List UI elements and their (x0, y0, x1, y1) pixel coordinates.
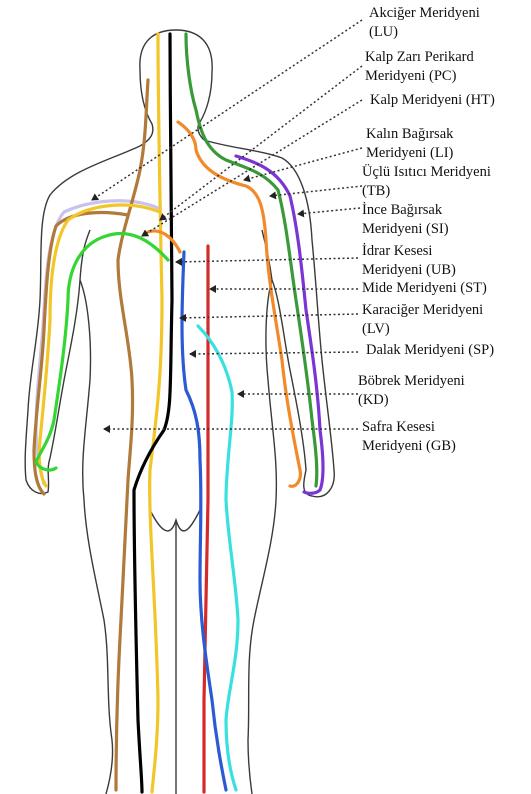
label-st-line1: Mide Meridyeni (ST) (362, 279, 487, 298)
label-kd-line2: (KD) (358, 391, 465, 410)
label-si-line1: İnce Bağırsak (362, 201, 449, 220)
label-lv-line2: (LV) (362, 320, 483, 339)
label-li-line2: Meridyeni (LI) (366, 144, 453, 163)
label-sp: Dalak Meridyeni (SP) (366, 341, 494, 360)
meridian-line-black (134, 34, 172, 792)
leader-sp (190, 352, 358, 354)
label-ub-line2: Meridyeni (UB) (362, 261, 456, 280)
head-outline (140, 30, 212, 140)
label-lu-line1: Akciğer Meridyeni (369, 4, 480, 23)
label-si-line2: Meridyeni (SI) (362, 220, 449, 239)
label-tb-line2: (TB) (362, 182, 491, 201)
label-kd-line1: Böbrek Meridyeni (358, 372, 465, 391)
label-gb-line2: Meridyeni (GB) (362, 437, 456, 456)
meridian-line-lavender (36, 201, 158, 484)
label-kd: Böbrek Meridyeni (KD) (358, 372, 465, 410)
meridian-line-lime (36, 233, 168, 470)
label-ub-line1: İdrar Kesesi (362, 242, 456, 261)
leader-ht (142, 100, 362, 236)
label-pc-line1: Kalp Zarı Perikard (365, 48, 474, 67)
label-pc: Kalp Zarı Perikard Meridyeni (PC) (365, 48, 474, 86)
meridian-line-green (186, 34, 317, 486)
label-si: İnce Bağırsak Meridyeni (SI) (362, 201, 449, 239)
label-ht-line1: Kalp Meridyeni (HT) (370, 91, 495, 110)
label-tb: Üçlü Isıtıcı Meridyeni (TB) (362, 163, 491, 201)
label-li-line1: Kalın Bağırsak (366, 125, 453, 144)
label-st: Mide Meridyeni (ST) (362, 279, 487, 298)
label-lv: Karaciğer Meridyeni (LV) (362, 301, 483, 339)
label-ub: İdrar Kesesi Meridyeni (UB) (362, 242, 456, 280)
label-lv-line1: Karaciğer Meridyeni (362, 301, 483, 320)
label-tb-line1: Üçlü Isıtıcı Meridyeni (362, 163, 491, 182)
label-ht: Kalp Meridyeni (HT) (370, 91, 495, 110)
meridian-line-red (204, 246, 208, 792)
leader-si (298, 208, 360, 214)
meridian-line-purple (236, 156, 323, 493)
leader-lu (92, 20, 362, 200)
label-lu: Akciğer Meridyeni (LU) (369, 4, 480, 42)
label-pc-line2: Meridyeni (PC) (365, 67, 474, 86)
label-lu-line2: (LU) (369, 23, 480, 42)
label-li: Kalın Bağırsak Meridyeni (LI) (366, 125, 453, 163)
left-side-outline (25, 70, 153, 794)
label-sp-line1: Dalak Meridyeni (SP) (366, 341, 494, 360)
meridian-line-brown (34, 80, 148, 790)
label-gb-line1: Safra Kesesi (362, 418, 456, 437)
label-gb: Safra Kesesi Meridyeni (GB) (362, 418, 456, 456)
right-side-outline (204, 140, 334, 794)
